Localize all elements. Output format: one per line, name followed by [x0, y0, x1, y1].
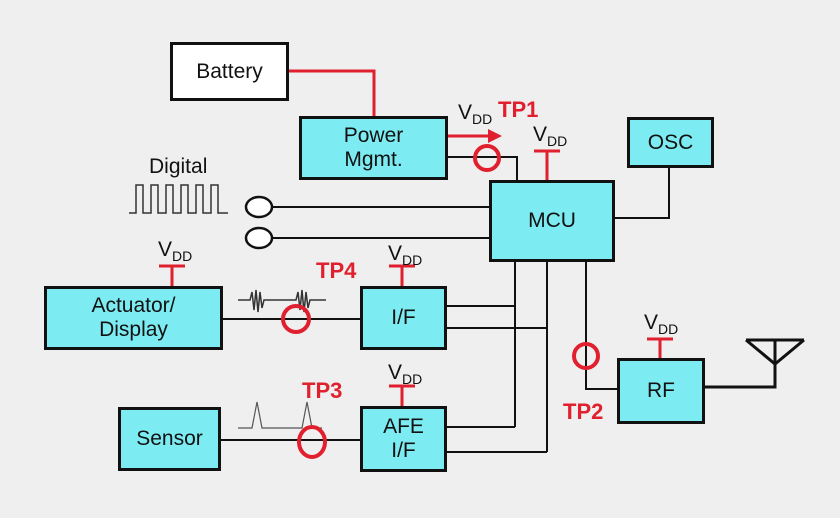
power-mgmt-label-line1: Power: [343, 124, 404, 147]
vdd-label-if: VDD: [388, 242, 422, 268]
tp3-circle: [297, 425, 327, 459]
vdd-main: V: [388, 361, 403, 384]
rf-label: RF: [647, 379, 675, 402]
actuator-label-line1: Actuator/: [91, 294, 176, 317]
vdd-output-arrowhead: [488, 129, 502, 143]
mcu-block: MCU: [489, 180, 615, 262]
battery-block: Battery: [170, 42, 289, 101]
connector-icon: [244, 195, 274, 219]
tp1-label: TP1: [498, 97, 539, 122]
mcu-label: MCU: [528, 209, 576, 232]
afe-if-block: AFE I/F: [360, 406, 447, 472]
vdd-label-rf: VDD: [644, 311, 678, 337]
battery-power-line: [288, 69, 376, 117]
antenna-icon: [745, 338, 805, 366]
tp2-circle: [572, 342, 600, 370]
sensor-block: Sensor: [118, 407, 221, 471]
vdd-main: V: [533, 123, 548, 146]
afe-label-line1: AFE: [383, 415, 424, 438]
tp2-label: TP2: [563, 399, 604, 424]
vdd-sub: DD: [658, 321, 679, 337]
power-mgmt-block: Power Mgmt.: [299, 116, 448, 180]
vdd-label-afe: VDD: [388, 361, 422, 387]
vdd-main: V: [158, 238, 173, 261]
if-block: I/F: [360, 286, 447, 350]
power-mcu-wire: [447, 156, 518, 181]
power-mgmt-label-line2: Mgmt.: [344, 148, 403, 171]
vdd-main: V: [644, 311, 659, 334]
mcu-rf-wire: [585, 261, 618, 390]
vdd-sub: DD: [172, 248, 193, 264]
if-label: I/F: [391, 306, 416, 329]
vdd-sub: DD: [402, 252, 423, 268]
osc-block: OSC: [627, 117, 714, 168]
vdd-sub: DD: [402, 371, 423, 387]
rf-antenna-wire: [704, 364, 777, 389]
actuator-display-block: Actuator/ Display: [44, 286, 223, 350]
vdd-main: V: [388, 242, 403, 265]
noise-signal-icon: [238, 289, 326, 313]
vdd-label-mcu: VDD: [533, 123, 567, 149]
digital-label: Digital: [149, 155, 208, 178]
tp4-label: TP4: [316, 258, 357, 283]
tp1-circle: [473, 144, 501, 172]
battery-label: Battery: [196, 59, 263, 83]
pulse-signal-icon: [238, 401, 322, 429]
osc-label: OSC: [647, 130, 694, 154]
actuator-label-line2: Display: [99, 318, 168, 341]
rf-block: RF: [617, 358, 705, 424]
vdd-sub: DD: [472, 111, 493, 127]
connector-icon: [244, 226, 274, 250]
vdd-sub: DD: [547, 133, 568, 149]
vdd-label-actuator: VDD: [158, 238, 192, 264]
tp3-label: TP3: [302, 378, 343, 403]
vdd-label-power-out: VDD: [458, 101, 492, 127]
square-wave-icon: [129, 184, 228, 214]
osc-mcu-wire: [614, 167, 670, 219]
tp4-circle: [281, 304, 311, 334]
vdd-main: V: [458, 101, 473, 124]
sensor-label: Sensor: [136, 427, 203, 450]
afe-label-line2: I/F: [391, 439, 416, 462]
